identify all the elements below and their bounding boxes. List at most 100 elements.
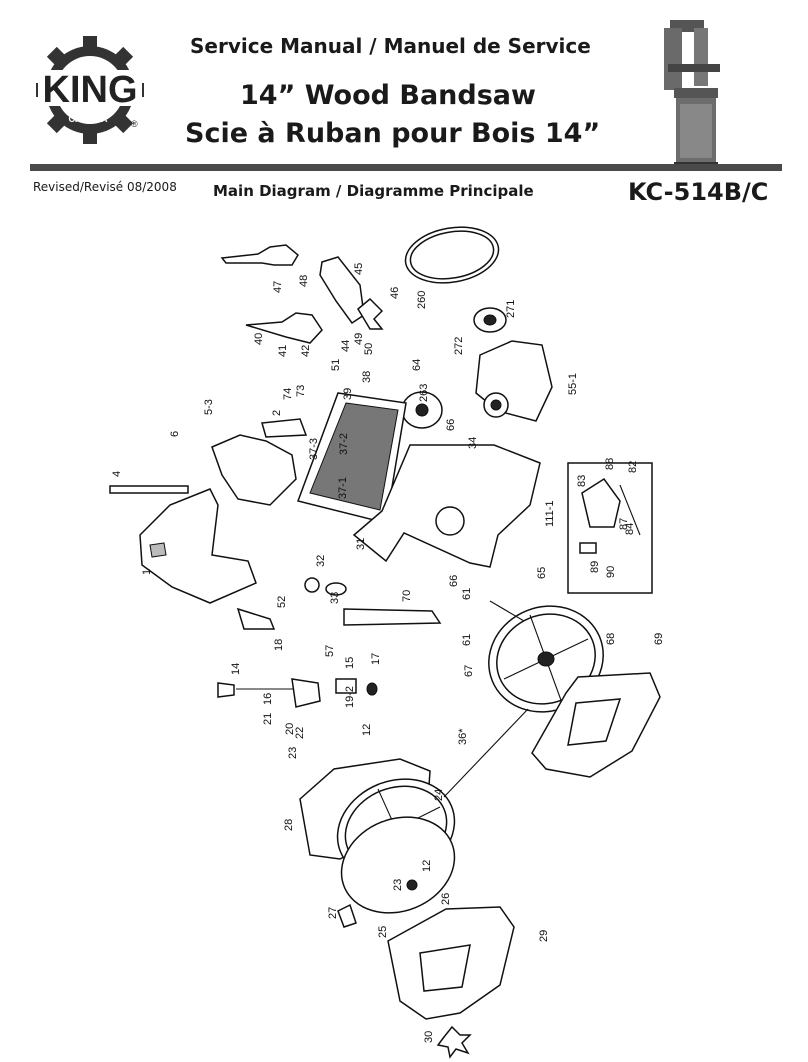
lower-guide-block: [245, 312, 323, 344]
guide-post-bracket: [319, 256, 365, 325]
header-divider: [30, 164, 782, 171]
part-label: 14: [230, 663, 242, 675]
logo-brand: KING: [43, 69, 138, 111]
part-label: 46: [389, 287, 401, 299]
knob-30: [436, 1025, 472, 1059]
rail-70: [343, 608, 442, 626]
part-label: 64: [411, 359, 423, 371]
trunnion-5-3: [211, 434, 297, 506]
part-label: 17: [370, 653, 382, 665]
inset-box-111-1: [567, 462, 653, 594]
part-label: 37-1: [337, 477, 349, 499]
part-label: 84: [624, 523, 636, 535]
base-casting: [139, 488, 257, 604]
part-label: 263: [418, 384, 430, 402]
part-label: 271: [505, 300, 517, 318]
logo-sub: CANADA: [69, 114, 108, 124]
part-label: 34: [467, 437, 479, 449]
part-label: 29: [538, 930, 550, 942]
part-label: 61: [461, 588, 473, 600]
saw-frame: [352, 444, 541, 568]
part-label: 50: [363, 343, 375, 355]
part-label: 27: [327, 907, 339, 919]
part-label: 73: [295, 385, 307, 397]
part-label: 5-3: [203, 399, 215, 415]
part-label: 30: [423, 1031, 435, 1043]
upper-guide-bracket: [220, 244, 299, 266]
part-label: 16: [262, 693, 274, 705]
diagram-artwork: [109, 226, 661, 1059]
part-label: 88: [604, 458, 616, 470]
part-label: 111-1: [544, 500, 556, 527]
part-label: 12: [361, 724, 373, 736]
part-label: 47: [272, 281, 284, 293]
product-title-fr: Scie à Ruban pour Bois 14”: [185, 118, 601, 149]
tension-block: [291, 678, 321, 708]
part-label: 65: [536, 567, 548, 579]
revision-date: Revised/Revisé 08/2008: [33, 180, 177, 194]
part-label: 74: [282, 388, 294, 400]
part-label: 83: [576, 475, 588, 487]
part-label: 32: [315, 555, 327, 567]
part-label: 272: [453, 337, 465, 355]
part-label: 2: [271, 410, 283, 416]
part-label: 37-2: [338, 433, 350, 455]
logo-registered-mark: ®: [131, 119, 138, 129]
part-label: 1: [141, 569, 153, 575]
part-label: 49: [353, 333, 365, 345]
model-number: KC-514B/C: [628, 178, 769, 206]
bandsaw-thumbnail-image: [664, 20, 720, 166]
part-label: 45: [353, 263, 365, 275]
part-label: 41: [277, 345, 289, 357]
part-label: 67: [463, 665, 475, 677]
part-label: 44: [340, 340, 352, 352]
part-label: 66: [448, 575, 460, 587]
part-label: 26: [440, 893, 452, 905]
tire-25: [340, 816, 456, 914]
part-label: 51: [330, 359, 342, 371]
part-label: 22: [294, 727, 306, 739]
part-label: 19-2: [344, 686, 356, 708]
knob-27: [337, 903, 357, 928]
part-label: 68: [605, 633, 617, 645]
part-label: 20: [284, 723, 296, 735]
part-label: 66: [445, 419, 457, 431]
part-label: 260: [416, 291, 428, 309]
part-label: 57: [324, 645, 336, 657]
part-label: 69: [653, 633, 665, 645]
bracket-52: [236, 607, 276, 630]
part-label: 18: [273, 639, 285, 651]
spring-15: [335, 678, 357, 694]
part-label: 12: [421, 860, 433, 872]
guard-2: [261, 418, 308, 438]
part-label: 70: [401, 590, 413, 602]
part-label: 87: [618, 518, 630, 530]
part-label: 31: [355, 538, 367, 550]
diagram-subtitle: Main Diagram / Diagramme Principale: [213, 182, 534, 200]
part-label: 52: [276, 596, 288, 608]
part-label: 23: [392, 879, 404, 891]
part-label: 55-1: [567, 373, 579, 395]
part-label: 48: [298, 275, 310, 287]
wing-knob-46: [357, 297, 384, 330]
part-label: 82: [627, 461, 639, 473]
king-canada-logo: KING CANADA ®: [36, 36, 144, 144]
part-label: 25: [377, 926, 389, 938]
part-label: 89: [589, 561, 601, 573]
part-label: 42: [300, 345, 312, 357]
part-label: 15: [344, 657, 356, 669]
part-label: 24: [433, 789, 445, 801]
part-label: 36*: [457, 728, 469, 745]
part-label: 39: [342, 388, 354, 400]
rod-4: [109, 485, 189, 494]
part-label: 40: [253, 333, 265, 345]
part-label: 21: [262, 713, 274, 725]
part-label: 6: [169, 431, 181, 437]
blade-36: [443, 708, 529, 798]
part-label: 90: [605, 566, 617, 578]
manual-title: Service Manual / Manuel de Service: [190, 34, 591, 58]
part-label: 37-3: [308, 438, 320, 460]
inset-bracket-83: [581, 477, 621, 528]
